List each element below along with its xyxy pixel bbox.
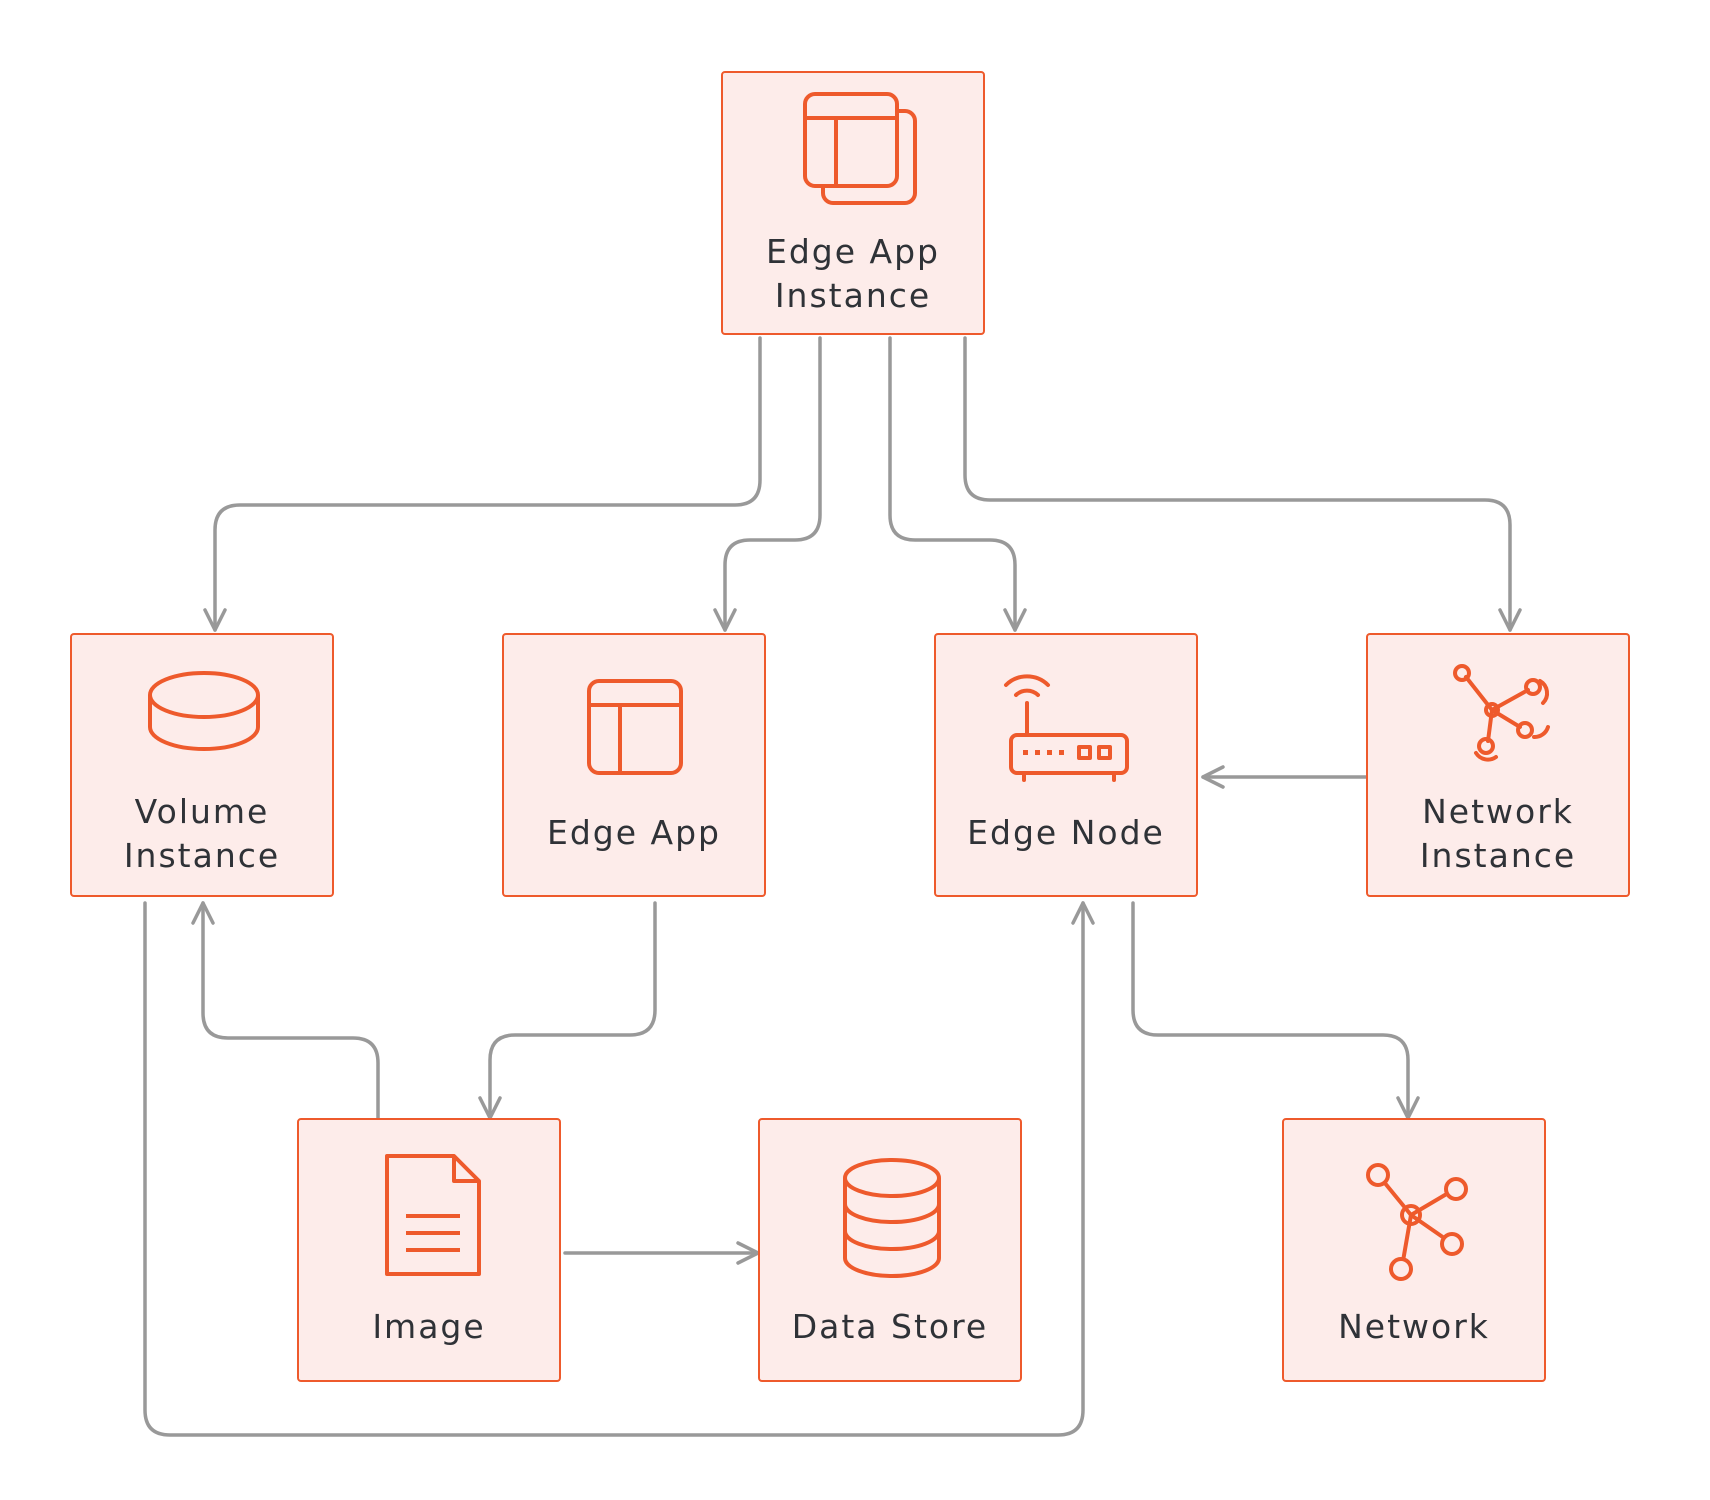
node-label-edge-node: Edge Node	[967, 813, 1165, 852]
edge-edgeappinstance-to-edgenode	[888, 336, 1027, 632]
app-windows-icon	[803, 92, 917, 205]
node-network[interactable]: Network	[1282, 1118, 1546, 1382]
node-label-network-instance: Network Instance	[1419, 792, 1577, 875]
edge-edgeapp-to-image	[478, 901, 657, 1120]
cylinder-icon	[148, 671, 260, 751]
router-icon	[1004, 674, 1129, 782]
database-icon	[843, 1158, 941, 1278]
node-image[interactable]: Image	[297, 1118, 561, 1382]
edge-edgeappinstance-to-edgeapp	[713, 336, 822, 632]
network-instance-icon	[1453, 664, 1550, 762]
node-edge-app-instance[interactable]: Edge App Instance	[721, 71, 985, 335]
edge-volumeinstance-to-edgenode	[143, 901, 1095, 1437]
node-label-image: Image	[372, 1307, 486, 1346]
node-label-edge-app: Edge App	[546, 813, 721, 852]
node-network-instance[interactable]: Network Instance	[1366, 633, 1630, 897]
node-edge-app[interactable]: Edge App	[502, 633, 766, 897]
app-window-icon	[587, 679, 683, 775]
edge-edgeappinstance-to-volumeinstance	[203, 336, 762, 632]
node-edge-node[interactable]: Edge Node	[934, 633, 1198, 897]
node-data-store[interactable]: Data Store	[758, 1118, 1022, 1382]
node-label-volume-instance: Volume Instance	[123, 792, 281, 875]
edge-edgeappinstance-to-networkinstance	[963, 336, 1522, 632]
network-icon	[1366, 1163, 1468, 1281]
document-icon	[385, 1154, 481, 1276]
edge-image-to-volumeinstance	[191, 901, 380, 1124]
node-label-edge-app-instance: Edge App Instance	[765, 232, 940, 315]
node-volume-instance[interactable]: Volume Instance	[70, 633, 334, 897]
node-label-network: Network	[1338, 1307, 1490, 1346]
edge-edgenode-to-network	[1131, 901, 1420, 1120]
node-label-data-store: Data Store	[791, 1307, 989, 1346]
